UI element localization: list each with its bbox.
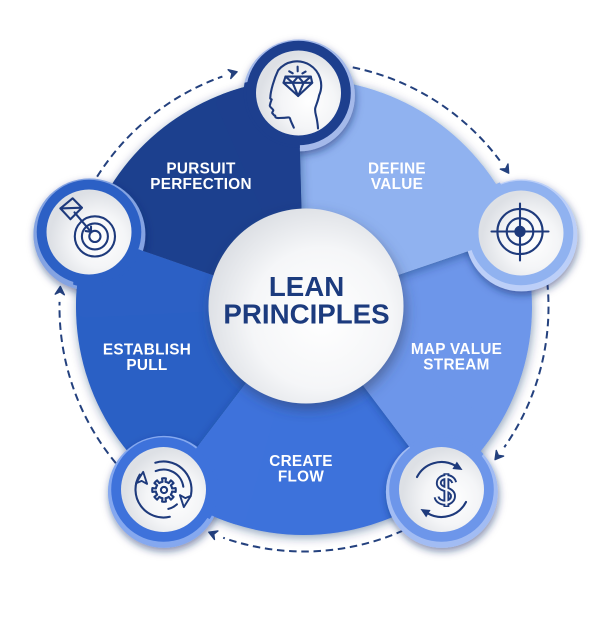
svg-text:STREAM: STREAM bbox=[423, 357, 489, 374]
svg-text:PERFECTION: PERFECTION bbox=[150, 176, 252, 193]
svg-text:PULL: PULL bbox=[126, 357, 167, 374]
svg-text:LEAN: LEAN bbox=[269, 271, 344, 302]
svg-text:CREATE: CREATE bbox=[269, 453, 333, 470]
svg-text:MAP VALUE: MAP VALUE bbox=[411, 341, 502, 358]
svg-text:VALUE: VALUE bbox=[371, 176, 423, 193]
svg-text:PRINCIPLES: PRINCIPLES bbox=[223, 298, 389, 329]
svg-text:PURSUIT: PURSUIT bbox=[166, 161, 236, 178]
svg-text:FLOW: FLOW bbox=[278, 469, 324, 486]
svg-text:ESTABLISH: ESTABLISH bbox=[103, 342, 191, 359]
svg-text:DEFINE: DEFINE bbox=[368, 161, 426, 178]
